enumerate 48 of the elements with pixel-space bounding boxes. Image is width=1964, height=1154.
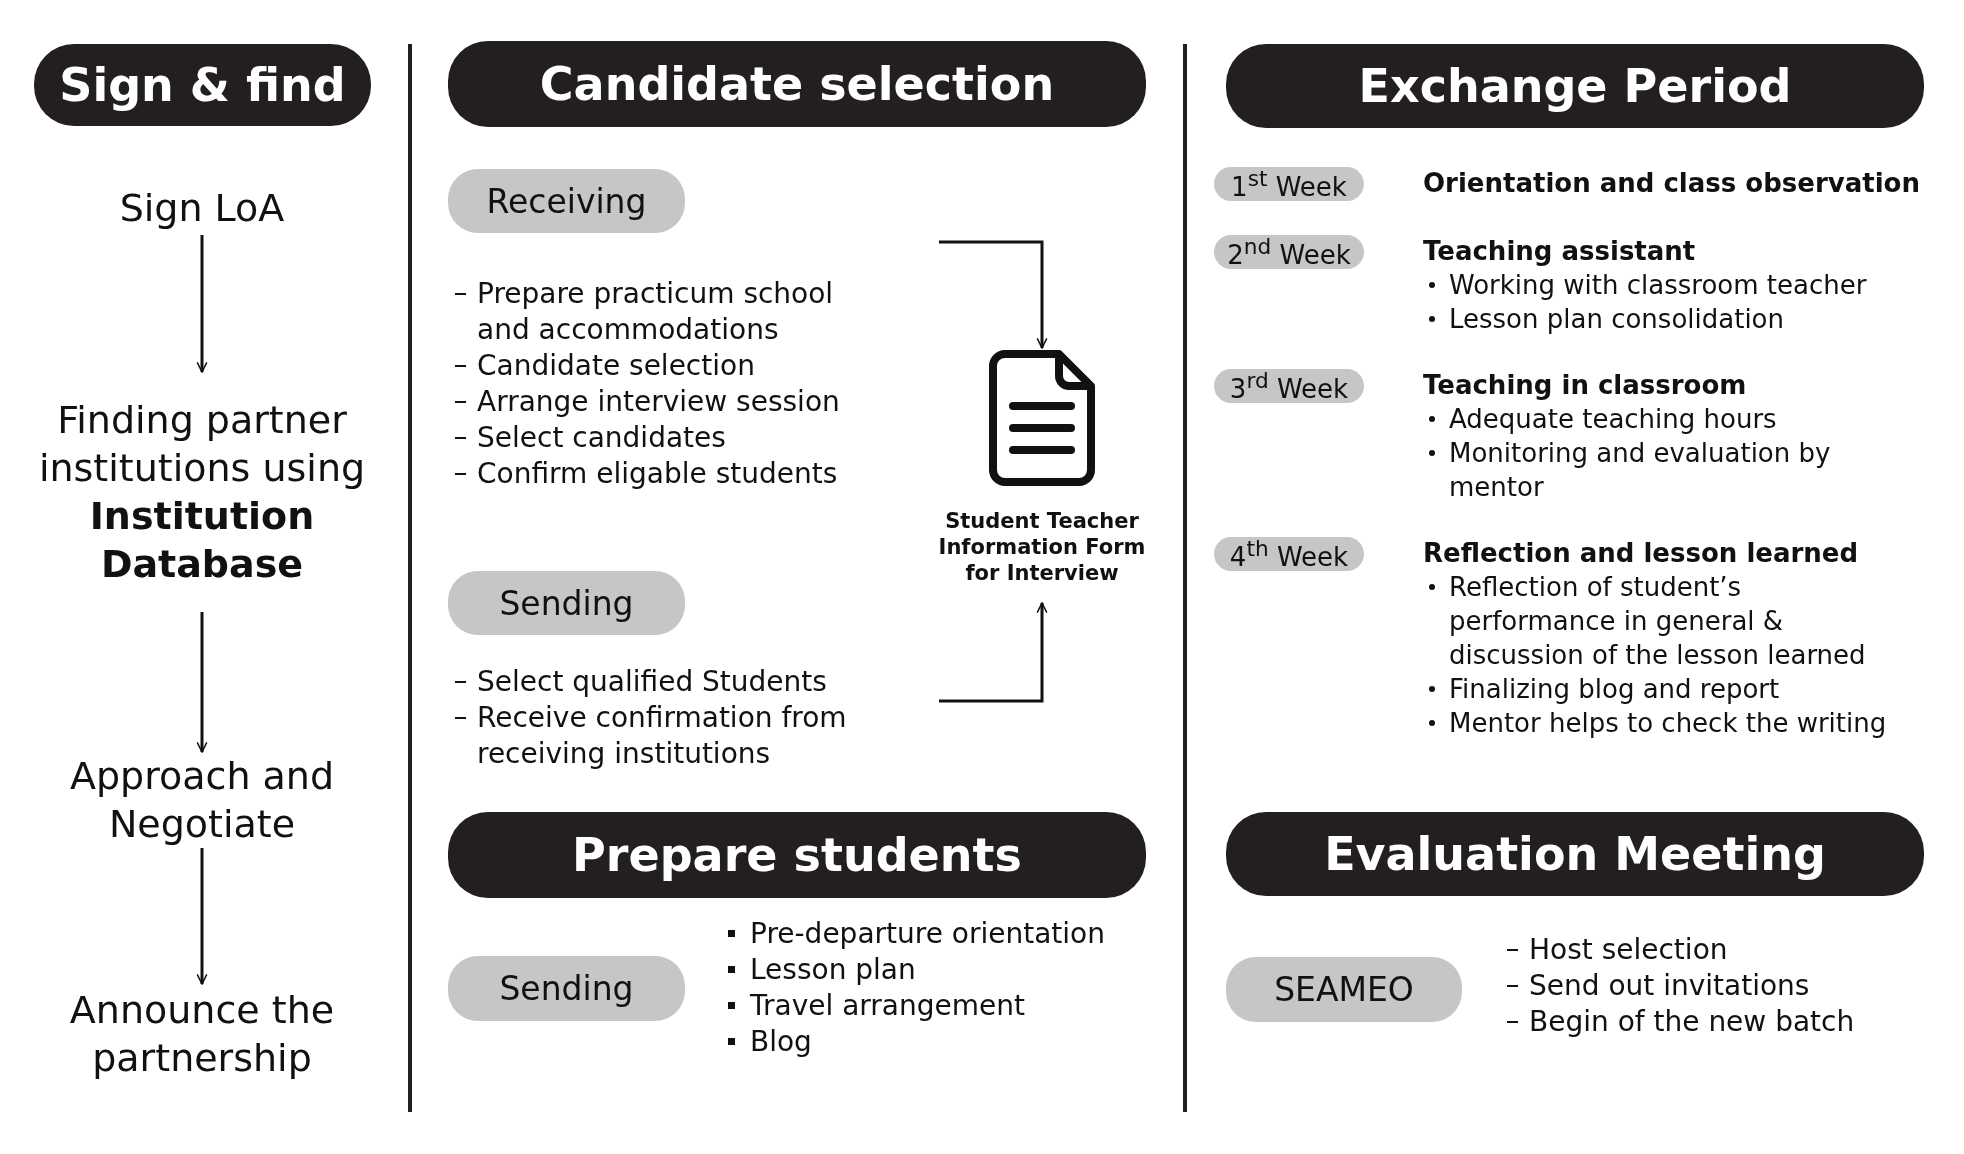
list-item: Blog bbox=[724, 1024, 1154, 1060]
week-heading: Orientation and class observation bbox=[1423, 167, 1921, 200]
list-item: Host selection bbox=[1503, 932, 1923, 968]
list-item: Prepare practicum school and accommodations bbox=[451, 276, 871, 348]
list-item: Confirm eligable students bbox=[451, 456, 871, 492]
step-text: Sign LoA bbox=[22, 180, 382, 235]
list-item: Travel arrangement bbox=[724, 988, 1154, 1024]
list-item: Finalizing blog and report bbox=[1423, 672, 1893, 706]
category-pill: SEAMEO bbox=[1226, 957, 1462, 1022]
list-item: Arrange interview session bbox=[451, 384, 871, 420]
week-pill: 3$^{rd}$ Week bbox=[1214, 369, 1364, 403]
category-pill: Sending bbox=[448, 571, 685, 635]
arrow bbox=[196, 235, 208, 373]
week-heading: Reflection and lesson learned bbox=[1423, 537, 1860, 570]
week-pill: 4$^{th}$ Week bbox=[1214, 537, 1364, 571]
list-item: Lesson plan bbox=[724, 952, 1154, 988]
list-item: Working with classroom teacher bbox=[1423, 268, 1923, 302]
list-item: Select qualified Students bbox=[451, 664, 891, 700]
section-header: Prepare students bbox=[448, 812, 1146, 898]
list-item: Begin of the new batch bbox=[1503, 1004, 1923, 1040]
arrow bbox=[196, 848, 208, 985]
list-item: Receive confirmation from receiving institutions bbox=[451, 700, 891, 772]
step-text: Announce the partnership bbox=[12, 984, 392, 1084]
week-heading: Teaching in classroom bbox=[1423, 369, 1748, 402]
form-caption: Student Teacher Information Form for Interview bbox=[937, 508, 1147, 586]
list-item: Adequate teaching hours bbox=[1423, 402, 1903, 436]
list-item: Lesson plan consolidation bbox=[1423, 302, 1923, 336]
step-text: Approach and Negotiate bbox=[22, 752, 382, 848]
section-header: Candidate selection bbox=[448, 41, 1146, 127]
step-text: Finding partner institutions using Institution Database bbox=[12, 372, 392, 612]
arrow bbox=[196, 612, 208, 753]
category-pill: Sending bbox=[448, 956, 685, 1021]
list-item: Candidate selection bbox=[451, 348, 871, 384]
arrow bbox=[939, 602, 1048, 703]
section-header: Exchange Period bbox=[1226, 44, 1924, 128]
week-pill: 1$^{st}$ Week bbox=[1214, 167, 1364, 201]
list-item: Select candidates bbox=[451, 420, 871, 456]
list-item: Mentor helps to check the writing bbox=[1423, 706, 1893, 740]
week-heading: Teaching assistant bbox=[1423, 235, 1697, 268]
category-pill: Receiving bbox=[448, 169, 685, 233]
list-item: Reflection of student’s performance in general & discussion of the lesson learned bbox=[1423, 570, 1893, 672]
list-item: Monitoring and evaluation by mentor bbox=[1423, 436, 1903, 504]
arrow bbox=[939, 240, 1048, 349]
list-item: Pre-departure orientation bbox=[724, 916, 1154, 952]
list-item: Send out invitations bbox=[1503, 968, 1923, 1004]
week-pill: 2$^{nd}$ Week bbox=[1214, 235, 1364, 269]
section-header: Evaluation Meeting bbox=[1226, 812, 1924, 896]
section-header: Sign & find bbox=[34, 44, 371, 126]
